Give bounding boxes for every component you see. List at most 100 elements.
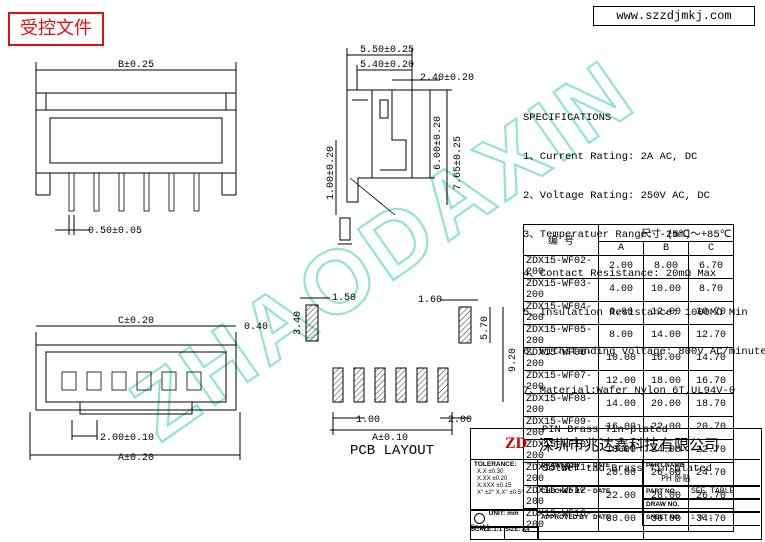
tolerance-line: X.X ±0.30 (477, 469, 504, 475)
dimension-cell: 8.00 (598, 323, 644, 348)
drawn-by-label: DRAWED BY (541, 462, 581, 469)
dimension-cell: 12.00 (643, 300, 689, 325)
tolerance-label: TOLERANCE: (474, 461, 517, 468)
dim-pcb-100: 1.00 (356, 415, 380, 426)
dimension-cell: 16.70 (688, 369, 734, 394)
part-number-cell: ZDX15-WF07-200 (523, 369, 599, 394)
part-number-cell: ZDX15-WF03-200 (523, 277, 599, 302)
dimension-cell: 6.00 (598, 300, 644, 325)
dim-040: 0.40 (244, 322, 268, 333)
dim-765: 7.65±0.25 (453, 136, 464, 190)
dimension-cell: 26.00 (643, 461, 689, 486)
date-label: DATE (593, 514, 611, 521)
part-number-cell: ZDX15-WF05-200 (523, 323, 599, 348)
spec-line: 1、Current Rating: 2A AC, DC (523, 151, 698, 163)
dimension-cell: 22.70 (688, 438, 734, 463)
dim-100: 1.00±0.20 (326, 146, 337, 200)
specifications-title: SPECIFICATIONS (523, 112, 612, 124)
approved-by-label: APPROVED BY (541, 514, 589, 521)
dimension-cell: 4.00 (598, 277, 644, 302)
table-col-c: C (688, 241, 734, 256)
dimension-cell: 14.00 (643, 323, 689, 348)
website-label: www.szzdjmkj.com (593, 6, 755, 26)
dim-pitch: 2.00±0.10 (100, 433, 154, 444)
dim-pcb-200: 2.00 (448, 415, 472, 426)
part-name-value: PH 卧贴 (661, 474, 691, 483)
tolerance-line: X.XXX ±0.15 (477, 483, 512, 489)
dim-pin-width: 0.50±0.05 (88, 226, 142, 237)
date-label: DATE (593, 462, 611, 469)
dimension-cell: 8.00 (643, 254, 689, 279)
dimension-cell: 20.00 (643, 392, 689, 417)
dim-pcb-340: 3.40 (293, 311, 304, 335)
scale-label: SCALE:1:1 (471, 526, 505, 539)
dim-a: A±0.20 (118, 453, 154, 464)
dim-b: B±0.25 (118, 60, 154, 71)
projection-symbol-icon (474, 513, 485, 524)
dim-pcb-a: A±0.10 (372, 433, 408, 444)
company-name: 深圳市兆达鑫科技有限公司 (539, 436, 720, 454)
dimension-cell: 18.70 (688, 392, 734, 417)
dim-c: C±0.20 (118, 316, 154, 327)
part-no-label: PART NO. (646, 488, 677, 495)
dimension-cell: 12.00 (598, 369, 644, 394)
table-header-size: 尺寸 (mm) (598, 224, 734, 242)
dim-600: 6.00±0.20 (433, 116, 444, 170)
drawn-by-cell: DRAWED BY DATE (537, 459, 644, 487)
dimension-cell: 24.70 (688, 461, 734, 486)
size-label: SIZE: A4 (504, 526, 539, 539)
company-logo-icon: ZD (505, 435, 528, 452)
part-number-cell: ZDX15-WF02-200 (523, 254, 599, 279)
part-no-cell: PART NO. SEE TABLE (642, 485, 760, 500)
part-name-label: PART NAME (646, 462, 685, 469)
unit-label: UNIT: mm [inch] (471, 510, 519, 531)
tolerance-line: X° ±2° X.X° ±0.5° (477, 490, 524, 496)
dim-pcb-920: 9.20 (508, 348, 519, 372)
part-name-cell: PART NAME PH 卧贴 (642, 459, 760, 487)
dimension-cell: 22.00 (643, 415, 689, 440)
dimension-cell: 10.00 (643, 277, 689, 302)
company-header: ZD 深圳市兆达鑫科技有限公司 (471, 429, 759, 460)
spec-line: 2、Voltage Rating: 250V AC, DC (523, 190, 710, 202)
date-label: DATE (593, 488, 611, 495)
dimension-cell: 10.70 (688, 300, 734, 325)
sheet-no-value: 1 OF 1 (691, 514, 713, 521)
table-col-b: B (643, 241, 689, 256)
dimension-cell: 14.70 (688, 346, 734, 371)
approved-by-cell: APPROVED BY DATE (537, 511, 644, 539)
dimension-cell: 20.70 (688, 415, 734, 440)
checked-by-cell: CHECKED BY DATE (537, 485, 644, 513)
dimension-cell: 12.70 (688, 323, 734, 348)
pcb-layout-label: PCB LAYOUT (350, 443, 435, 459)
dim-240: 2.40±0.20 (420, 73, 474, 84)
part-no-value: SEE TABLE (691, 487, 735, 496)
dimension-cell: 14.00 (598, 392, 644, 417)
controlled-document-stamp: 受控文件 (8, 12, 104, 46)
part-number-cell: ZDX15-WF08-200 (523, 392, 599, 417)
checked-by-label: CHECKED BY (541, 488, 584, 495)
dimension-cell: 6.70 (688, 254, 734, 279)
table-header-no: 编 号 (523, 224, 599, 256)
dimension-cell: 16.00 (598, 415, 644, 440)
dim-pcb-570: 5.70 (480, 316, 491, 340)
dim-550: 5.50±0.25 (360, 45, 414, 56)
tolerance-line: X.XX ±0.20 (477, 476, 508, 482)
draw-no-cell: DRAW NO. (642, 498, 760, 513)
table-col-a: A (598, 241, 644, 256)
dimension-cell: 18.00 (643, 369, 689, 394)
sheet-no-label: SHEET NO. (646, 514, 682, 521)
dimension-cell: 10.00 (598, 346, 644, 371)
dim-pcb-150: 1.50 (332, 293, 356, 304)
part-number-cell: ZDX15-WF04-200 (523, 300, 599, 325)
